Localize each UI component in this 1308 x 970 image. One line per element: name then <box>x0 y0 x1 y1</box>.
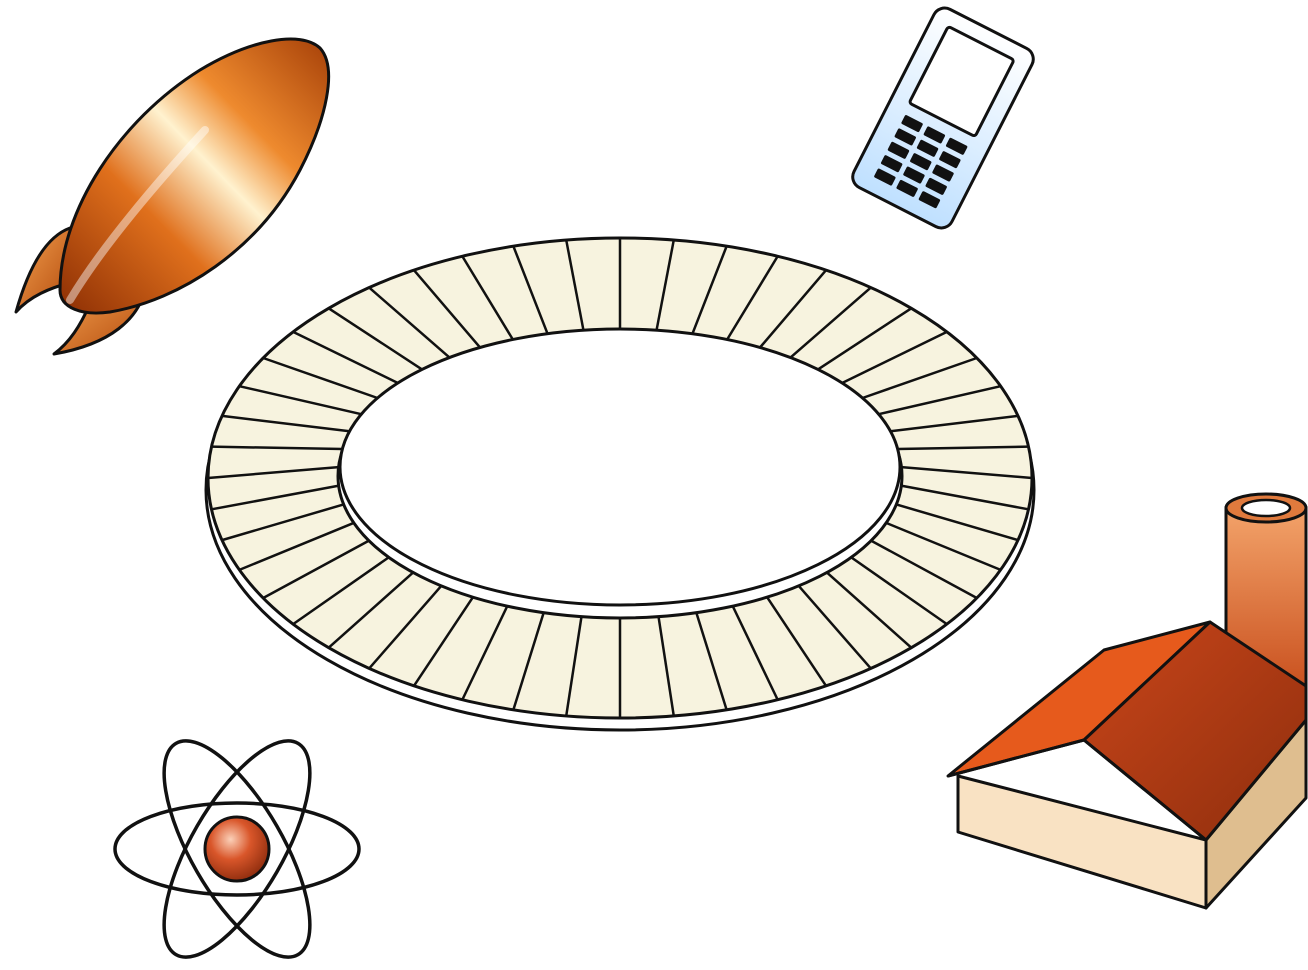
mobile-phone-icon <box>849 4 1038 232</box>
track-ring <box>206 238 1034 730</box>
atom-nucleus <box>205 817 269 881</box>
track-inner-edge <box>340 329 900 605</box>
atom-icon <box>115 720 359 970</box>
rocket-icon <box>16 39 329 354</box>
